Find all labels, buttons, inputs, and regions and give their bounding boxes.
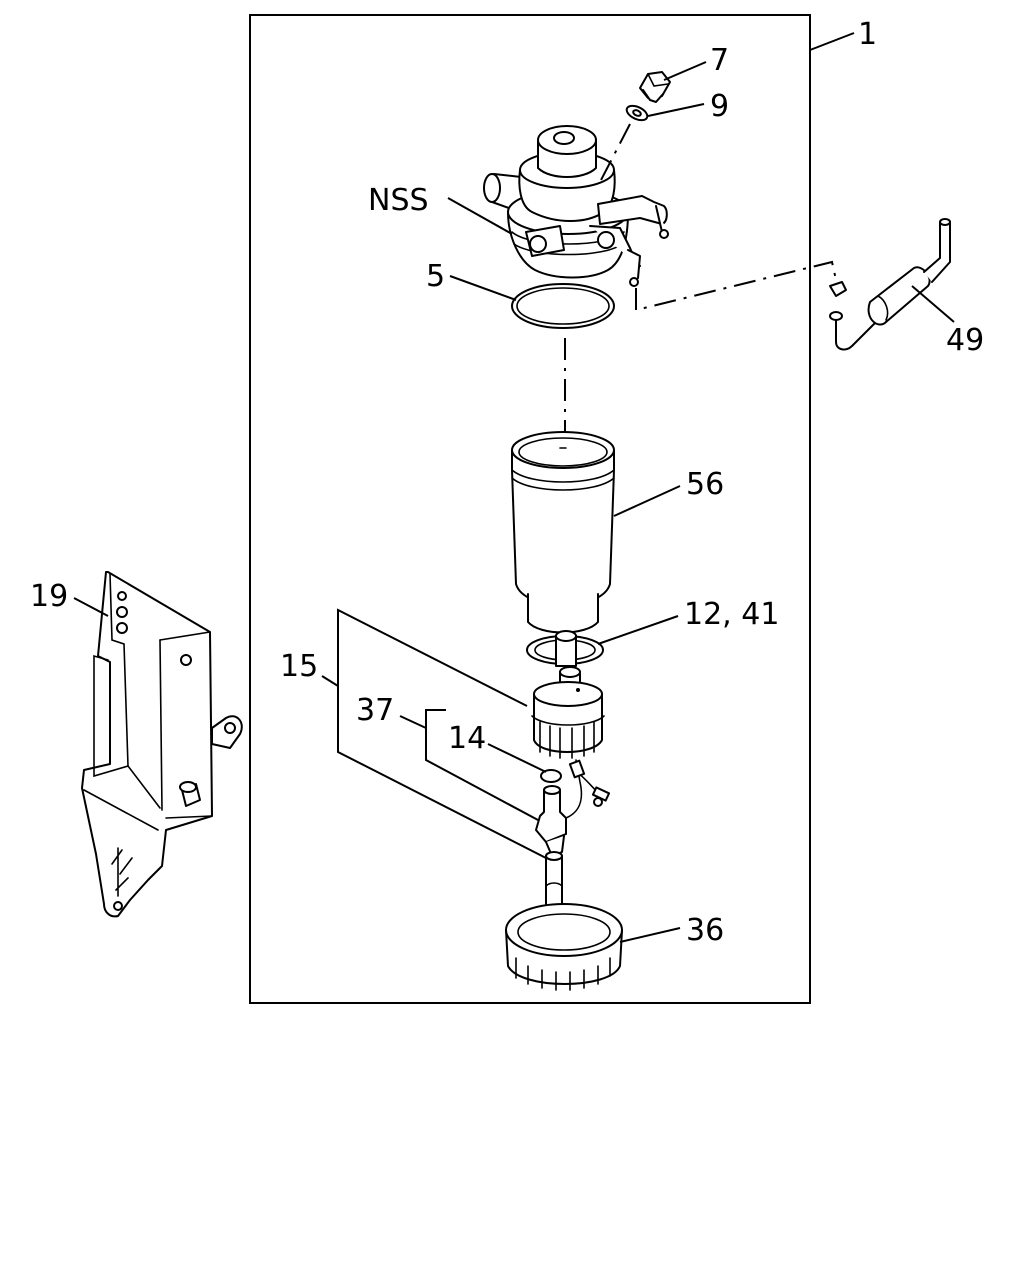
leader-37 bbox=[399, 715, 427, 729]
part-14-o-ring[interactable] bbox=[540, 769, 562, 783]
leader-14 bbox=[487, 743, 547, 773]
group-bracket-14-37 bbox=[425, 709, 539, 821]
callout-37: 37 bbox=[356, 693, 394, 728]
callout-7: 7 bbox=[710, 43, 729, 78]
leader-12-41 bbox=[597, 615, 679, 645]
part-7-bolt[interactable] bbox=[639, 71, 671, 103]
group-bracket-15 bbox=[337, 608, 547, 859]
callout-36: 36 bbox=[686, 913, 724, 948]
callout-1: 1 bbox=[858, 17, 877, 52]
callout-56: 56 bbox=[686, 467, 724, 502]
callout-5: 5 bbox=[426, 259, 445, 294]
part-12-41-seal[interactable] bbox=[526, 630, 604, 667]
callout-9: 9 bbox=[710, 89, 729, 124]
leader-1 bbox=[809, 32, 855, 51]
part-9-washer[interactable] bbox=[624, 103, 649, 123]
part-56-filter-element[interactable] bbox=[511, 431, 615, 634]
leader-19 bbox=[73, 597, 109, 617]
leader-5 bbox=[449, 275, 517, 301]
leader-56 bbox=[613, 485, 681, 517]
callout-nss: NSS bbox=[368, 183, 429, 218]
callout-49: 49 bbox=[946, 323, 984, 358]
leader-15 bbox=[321, 675, 339, 687]
callout-12-41: 12, 41 bbox=[684, 597, 779, 632]
part-49-hose[interactable] bbox=[829, 218, 951, 351]
callout-15: 15 bbox=[280, 649, 318, 684]
callout-14: 14 bbox=[448, 721, 486, 756]
axis-line-hose bbox=[635, 260, 837, 312]
callout-19: 19 bbox=[30, 579, 68, 614]
part-36-ring-nut[interactable] bbox=[505, 903, 623, 991]
leader-7 bbox=[663, 61, 707, 81]
leader-nss bbox=[447, 197, 513, 235]
leader-36 bbox=[619, 927, 681, 943]
assembly-frame bbox=[249, 14, 811, 1004]
part-nss-filter-head[interactable] bbox=[483, 125, 669, 287]
leader-9 bbox=[647, 103, 705, 117]
part-19-bracket[interactable] bbox=[81, 571, 243, 918]
part-15-drain-cap[interactable] bbox=[531, 666, 605, 759]
leader-49 bbox=[911, 285, 955, 323]
part-5-o-ring[interactable] bbox=[511, 283, 615, 329]
axis-line-bolt bbox=[599, 123, 631, 183]
part-37-sensor[interactable] bbox=[535, 759, 611, 857]
